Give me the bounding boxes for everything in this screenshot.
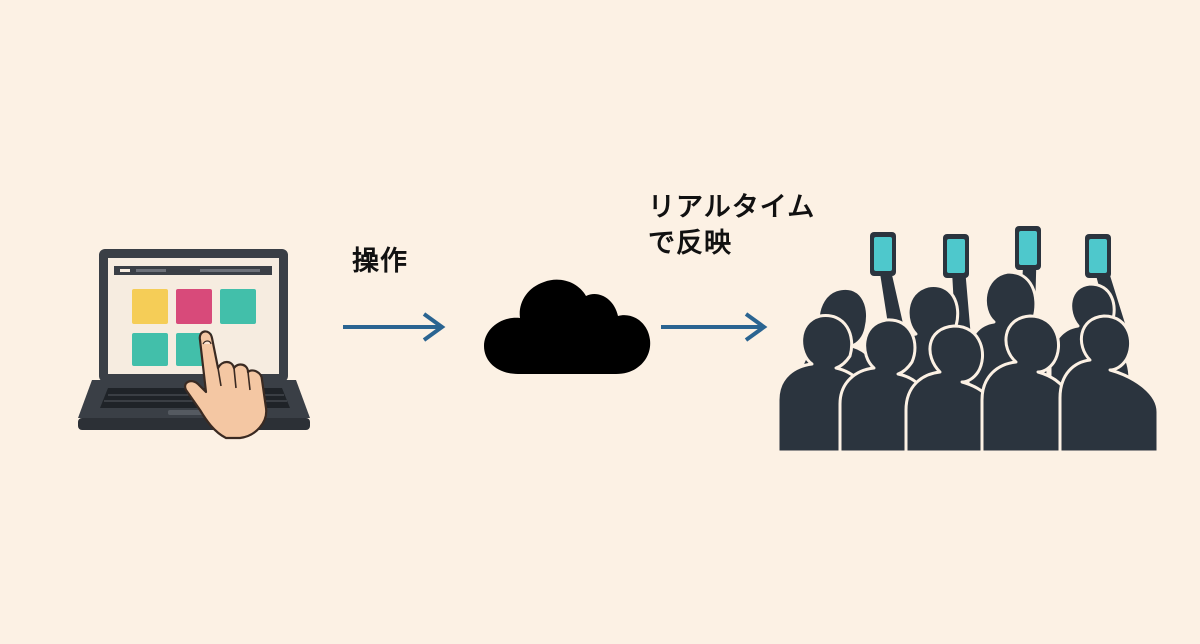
step-label-operate: 操作	[352, 246, 408, 277]
step-label-realtime: リアルタイム で反映	[648, 190, 815, 262]
step-label-realtime-line1: リアルタイム	[648, 192, 816, 223]
step-label-realtime-line2: で反映	[648, 228, 732, 259]
